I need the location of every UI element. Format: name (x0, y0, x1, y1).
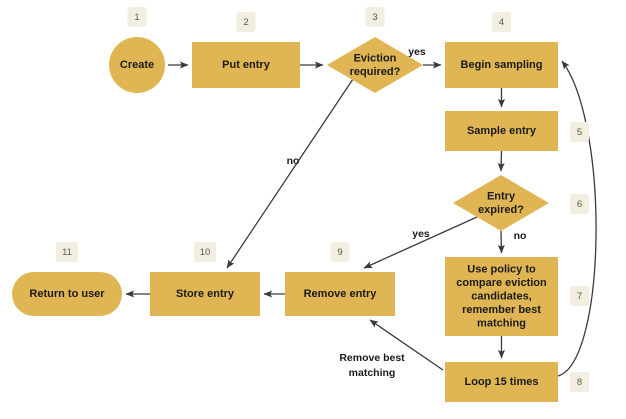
node-return-to-user[interactable]: Return to user (12, 272, 122, 316)
step-badge-3: 3 (365, 7, 385, 27)
step-badge-7: 7 (570, 286, 589, 306)
edge-label-yes: yes (412, 228, 430, 240)
badge-background (127, 7, 147, 27)
badge-background (330, 242, 350, 262)
edge-label-matching: matching (349, 367, 396, 379)
badge-number: 5 (577, 127, 582, 138)
node-label: Put entry (222, 59, 271, 71)
node-label: Create (120, 59, 154, 71)
step-badge-2: 2 (236, 12, 256, 32)
node-rect (285, 272, 395, 316)
step-badge-5: 5 (570, 122, 589, 142)
badge-number: 7 (577, 291, 582, 302)
badge-number: 11 (62, 247, 72, 258)
badge-number: 8 (577, 377, 582, 388)
badge-background (56, 242, 78, 262)
badge-background (365, 7, 385, 27)
node-diamond (453, 175, 549, 231)
badge-background (492, 12, 511, 32)
badge-number: 3 (372, 12, 377, 23)
node-label: Store entry (176, 288, 235, 300)
node-begin-sampling[interactable]: Begin sampling (445, 42, 558, 88)
node-stadium (12, 272, 122, 316)
badge-number: 1 (134, 12, 139, 23)
badge-number: 2 (243, 17, 248, 28)
node-label: Remove entry (304, 288, 378, 300)
edge-n6-to-n7 (497, 230, 505, 254)
badge-background (570, 194, 589, 214)
edge-label-no: no (287, 155, 300, 167)
node-rect (445, 362, 558, 402)
node-remove-entry[interactable]: Remove entry (285, 272, 395, 316)
node-rect (445, 257, 558, 336)
step-badge-10: 10 (194, 242, 216, 262)
step-badges-layer: 1 2 3 4 5 6 7 8 9 10 11 (56, 7, 589, 392)
badge-background (570, 372, 589, 392)
edge-label-yes: yes (408, 46, 426, 58)
step-badge-1: 1 (127, 7, 147, 27)
edge-n5-to-n6 (497, 150, 505, 172)
node-create[interactable]: Create (109, 37, 165, 93)
node-rect (445, 111, 558, 151)
node-rect (445, 42, 558, 88)
step-badge-4: 4 (492, 12, 511, 32)
node-circle (109, 37, 165, 93)
step-badge-11: 11 (56, 242, 78, 262)
edges-layer (125, 60, 597, 377)
badge-number: 6 (577, 199, 582, 210)
node-label: Sample entry (467, 125, 537, 137)
node-loop-15-times[interactable]: Loop 15 times (445, 362, 558, 402)
node-label: Begin sampling (461, 59, 543, 71)
badge-number: 9 (337, 247, 342, 258)
edge-label-no: no (514, 230, 527, 242)
badge-background (236, 12, 256, 32)
edge-n8-to-n4 (557, 60, 597, 377)
node-rect (192, 42, 300, 88)
edge-n6-to-n9 (363, 216, 478, 269)
node-put-entry[interactable]: Put entry (192, 42, 300, 88)
badge-background (570, 122, 589, 142)
badge-number: 10 (200, 247, 211, 258)
node-label: Return to user (29, 288, 105, 300)
edge-n8-to-n9 (369, 319, 444, 371)
badge-number: 4 (499, 17, 504, 28)
step-badge-9: 9 (330, 242, 350, 262)
node-diamond (327, 37, 423, 93)
node-rect (150, 272, 260, 316)
edge-n3-to-n10 (226, 78, 354, 269)
node-store-entry[interactable]: Store entry (150, 272, 260, 316)
badge-background (570, 286, 589, 306)
step-badge-6: 6 (570, 194, 589, 214)
step-badge-8: 8 (570, 372, 589, 392)
node-sample-entry[interactable]: Sample entry (445, 111, 558, 151)
badge-background (194, 242, 216, 262)
node-label: Loop 15 times (465, 376, 539, 388)
edge-label-remove-best: Remove best (339, 352, 405, 364)
